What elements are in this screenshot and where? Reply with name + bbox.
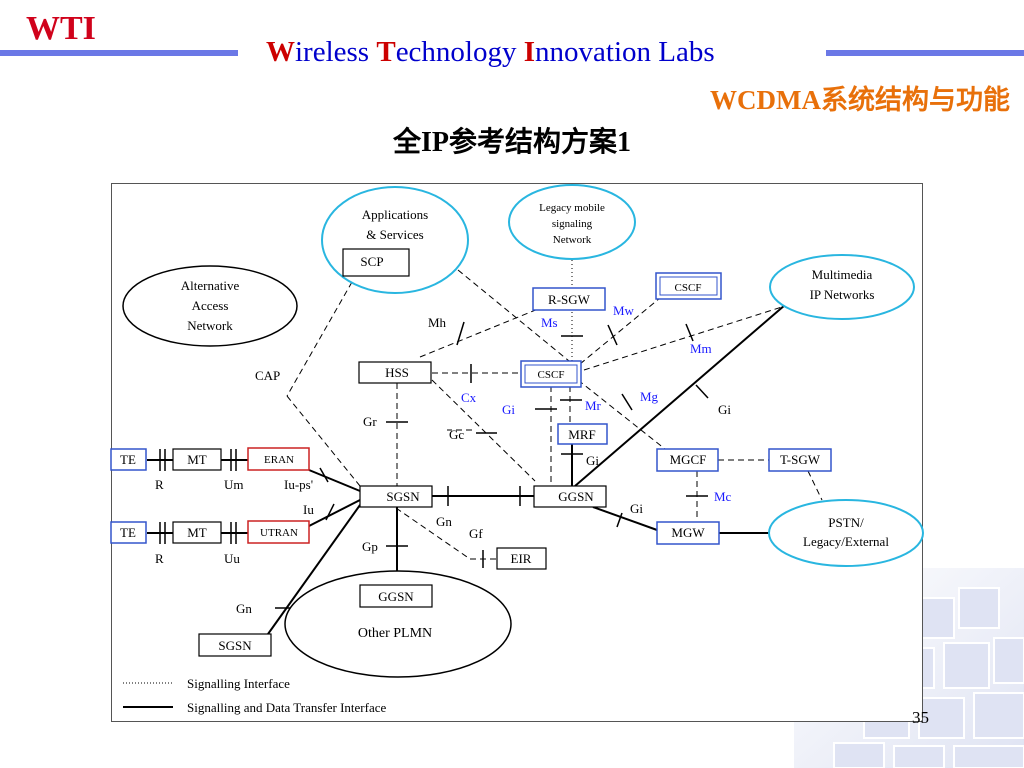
svg-text:MRF: MRF [568, 427, 595, 442]
svg-text:IP Networks: IP Networks [810, 287, 875, 302]
node-eir: EIR [496, 547, 547, 570]
page-number: 35 [912, 708, 929, 727]
nodes: SCP R-SGW CSCF HSS CSCF MRF TE [110, 248, 832, 657]
slide-title: 全IP参考结构方案1 [392, 127, 631, 158]
node-te-2: TE [110, 521, 147, 544]
label-r-2: R [155, 551, 164, 566]
cloud-multimedia-ip: Multimedia IP Networks [769, 254, 915, 320]
svg-text:TE: TE [120, 525, 136, 540]
cloud-other-plmn: Other PLMN [284, 570, 512, 678]
svg-text:T-SGW: T-SGW [780, 452, 821, 467]
svg-text:TE: TE [120, 452, 136, 467]
node-t-sgw: T-SGW [768, 448, 832, 472]
legend-data: Signalling and Data Transfer Interface [187, 700, 387, 715]
label-uu: Uu [224, 551, 240, 566]
connections [147, 260, 823, 635]
svg-text:Legacy mobile: Legacy mobile [539, 202, 605, 214]
svg-text:SGSN: SGSN [386, 489, 420, 504]
node-r-sgw: R-SGW [532, 287, 606, 311]
svg-text:MT: MT [187, 525, 207, 540]
node-mrf: MRF [557, 423, 608, 445]
label-r-1: R [155, 477, 164, 492]
svg-text:signaling: signaling [552, 218, 593, 230]
label-cap: CAP [255, 368, 280, 383]
svg-text:EIR: EIR [511, 551, 532, 566]
node-mgw: MGW [656, 521, 720, 545]
cloud-legacy-mobile: Legacy mobile signaling Network [508, 184, 636, 260]
node-mt-1: MT [172, 448, 222, 471]
svg-text:HSS: HSS [385, 365, 409, 380]
label-gp: Gp [362, 539, 378, 554]
cloud-pstn: PSTN/ Legacy/External [768, 499, 924, 567]
label-gi-ggsn: Gi [586, 453, 599, 468]
cloud-alternative-access: Alternative Access Network [122, 265, 298, 347]
svg-text:Alternative: Alternative [181, 278, 240, 293]
node-mgcf: MGCF [656, 448, 719, 472]
label-gr: Gr [363, 414, 377, 429]
header-bar-right [826, 50, 1024, 56]
svg-text:Other PLMN: Other PLMN [358, 626, 432, 641]
node-ggsn-other: GGSN [359, 584, 433, 608]
label-mg: Mg [640, 389, 659, 404]
svg-text:CSCF: CSCF [675, 282, 702, 294]
label-mc: Mc [714, 489, 732, 504]
header-bar-left [0, 50, 238, 56]
node-utran: UTRAN [247, 520, 310, 544]
lab-title: Wireless Technology Innovation Labs [266, 36, 715, 68]
label-gn-2: Gn [236, 601, 252, 616]
svg-text:Network: Network [553, 234, 592, 246]
svg-text:PSTN/: PSTN/ [828, 515, 864, 530]
label-gn-1: Gn [436, 514, 452, 529]
label-mh: Mh [428, 315, 447, 330]
cloud-apps-services: Applications & Services [321, 186, 469, 294]
node-te-1: TE [110, 448, 147, 471]
node-sgsn: SGSN [359, 485, 433, 508]
label-mw: Mw [613, 303, 635, 318]
svg-text:MT: MT [187, 452, 207, 467]
interface-labels: Mh Ms Mw Mm CAP Cx Gi Mr Mg Gi Gr Gc Gi … [155, 303, 732, 616]
svg-text:Multimedia: Multimedia [812, 267, 873, 282]
label-um: Um [224, 477, 244, 492]
node-ggsn: GGSN [533, 485, 607, 508]
label-gi-mm: Gi [718, 402, 731, 417]
label-iu: Iu [303, 502, 314, 517]
legend-signalling: Signalling Interface [187, 676, 290, 691]
node-cscf-mid: CSCF [520, 360, 582, 388]
label-ms: Ms [541, 315, 558, 330]
apps-label-2: & Services [366, 227, 423, 242]
label-gf: Gf [469, 526, 483, 541]
svg-text:Access: Access [192, 298, 229, 313]
apps-label-1: Applications [362, 207, 428, 222]
svg-text:Network: Network [187, 318, 233, 333]
svg-text:SCP: SCP [360, 254, 383, 269]
label-iu-ps: Iu-ps' [284, 477, 313, 492]
node-mt-2: MT [172, 521, 222, 544]
node-sgsn-other: SGSN [198, 633, 272, 657]
svg-text:GGSN: GGSN [558, 489, 594, 504]
svg-text:GGSN: GGSN [378, 589, 414, 604]
wti-logo: WTI [26, 10, 96, 47]
svg-text:MGCF: MGCF [670, 452, 707, 467]
node-eran: ERAN [247, 447, 310, 471]
label-cx: Cx [461, 390, 477, 405]
svg-text:CSCF: CSCF [538, 369, 565, 381]
node-cscf-top: CSCF [655, 272, 722, 300]
section-subtitle: WCDMA系统结构与功能 [710, 85, 1010, 115]
svg-text:MGW: MGW [671, 525, 705, 540]
label-gc: Gc [449, 427, 464, 442]
svg-text:UTRAN: UTRAN [260, 527, 298, 539]
svg-text:ERAN: ERAN [264, 454, 294, 466]
node-scp: SCP [342, 248, 410, 277]
legend: Signalling Interface Signalling and Data… [123, 676, 387, 715]
label-gi-mgw: Gi [630, 501, 643, 516]
label-mr: Mr [585, 398, 602, 413]
label-mm: Mm [690, 341, 712, 356]
svg-text:R-SGW: R-SGW [548, 292, 591, 307]
node-hss: HSS [358, 361, 432, 384]
svg-text:Legacy/External: Legacy/External [803, 534, 889, 549]
label-gi-cscf: Gi [502, 402, 515, 417]
svg-text:SGSN: SGSN [218, 638, 252, 653]
